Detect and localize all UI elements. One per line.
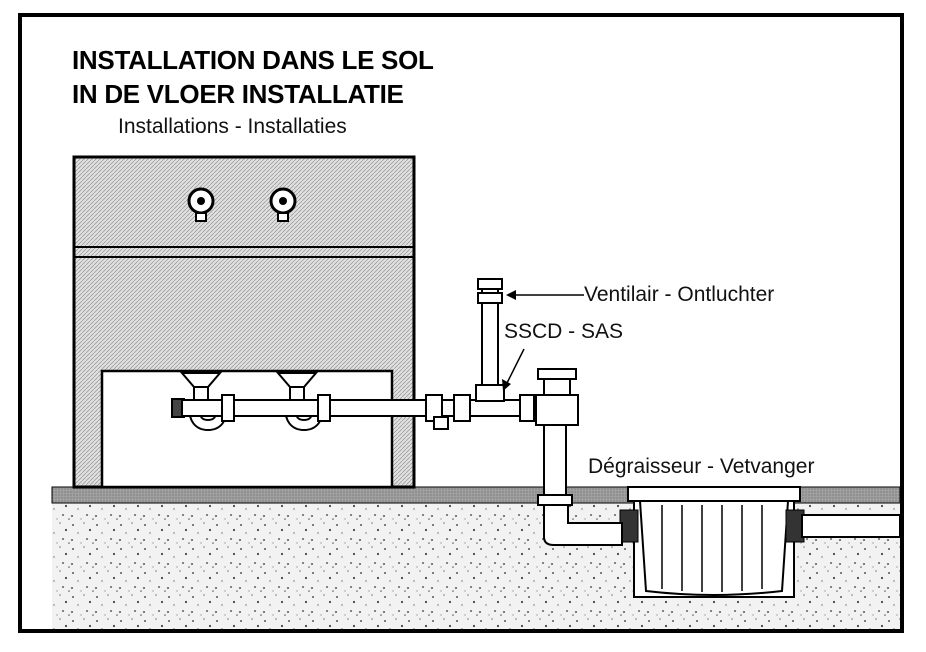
horizontal-drain-pipe <box>181 399 553 417</box>
sscd-label: SSCD - SAS <box>504 320 624 343</box>
pipe-coupling <box>317 394 331 422</box>
cabinet-knob-right <box>269 187 297 222</box>
grease-trap-body <box>638 500 790 596</box>
vent-pipe <box>475 278 505 402</box>
sscd-arrow <box>502 348 525 391</box>
outlet-pipe <box>801 514 900 538</box>
grease-trap-rim <box>627 486 801 502</box>
pipe-coupling <box>453 394 471 422</box>
title-french: INSTALLATION DANS LE SOL <box>72 45 434 75</box>
ventilair-arrow <box>506 290 584 300</box>
installation-diagram <box>51 155 900 629</box>
cabinet-knob-left <box>187 187 215 222</box>
ventilair-label: Ventilair - Ontluchter <box>584 283 775 306</box>
pipe-coupling <box>519 394 535 422</box>
sink-cabinet <box>72 155 416 489</box>
diagram-frame: INSTALLATION DANS LE SOL IN DE VLOER INS… <box>18 13 904 633</box>
pipe-coupling <box>221 394 235 422</box>
installations-label: Installations - Installaties <box>118 115 347 138</box>
degraisseur-label: Dégraisseur - Vetvanger <box>588 455 815 478</box>
pipe-valve <box>433 416 449 430</box>
vertical-drop-pipe <box>535 368 623 546</box>
title-dutch: IN DE VLOER INSTALLATIE <box>72 79 404 109</box>
